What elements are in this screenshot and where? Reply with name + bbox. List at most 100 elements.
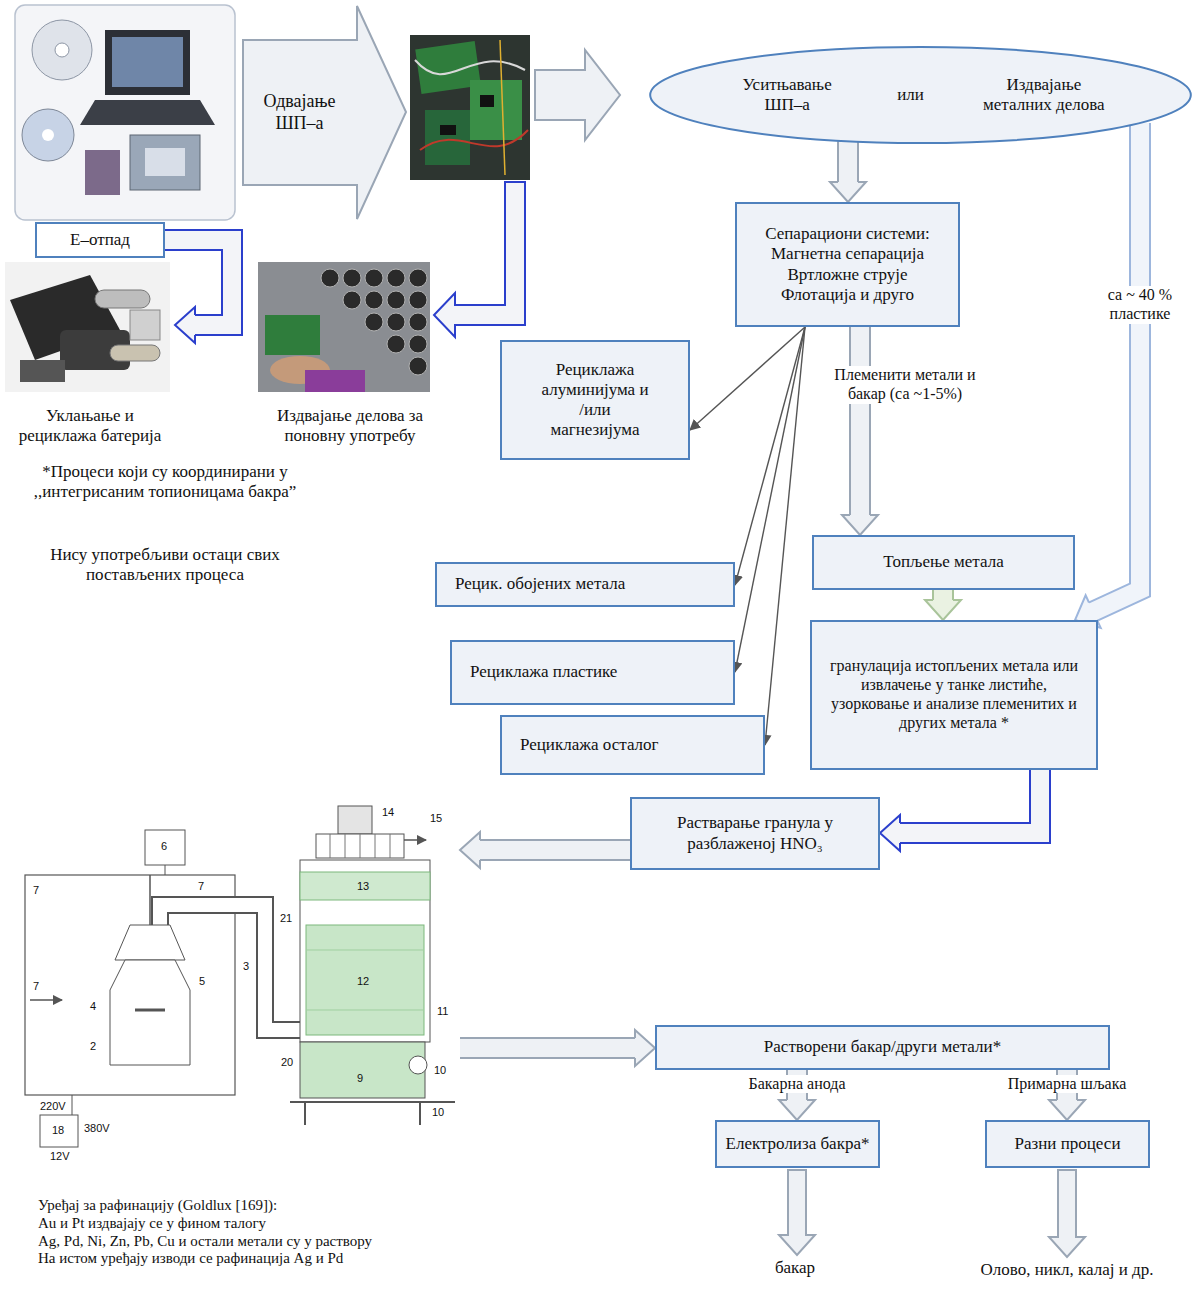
arrow-shaft xyxy=(479,841,630,859)
pcb-photo-part xyxy=(415,60,525,74)
pcb-photo-part xyxy=(420,130,528,150)
refining-device-drawing-part xyxy=(345,834,346,858)
battery-photo-part xyxy=(110,345,160,361)
refining-device-drawing-part xyxy=(306,1010,424,1011)
block-arrow xyxy=(434,182,525,337)
node-text: Растворени бакар/други метали* xyxy=(764,1037,1001,1057)
block-arrow xyxy=(535,50,620,140)
arrow-shaft-outline xyxy=(165,240,232,325)
output-label: бакар xyxy=(735,1258,855,1278)
refining-device-drawing-part xyxy=(306,950,424,951)
process-box: Рециклажа пластике xyxy=(450,640,735,705)
refining-device-drawing-part xyxy=(404,839,426,841)
node-text: Рециклажа осталог xyxy=(520,735,659,755)
battery-photo-part xyxy=(130,310,160,340)
callout-number: 10 xyxy=(434,1064,446,1077)
refining-device-drawing-part xyxy=(40,1115,78,1147)
e-waste-photo-part xyxy=(15,5,235,220)
callout-number: 9 xyxy=(357,1072,363,1085)
block-arrow xyxy=(460,1030,655,1066)
arrow-shaft xyxy=(934,590,952,601)
callout-number: 12 xyxy=(357,975,369,988)
parts-reuse-photo-part xyxy=(387,313,405,331)
arrow-shaft xyxy=(460,1039,636,1057)
pcb-photo-part xyxy=(410,35,530,180)
block-arrow xyxy=(925,590,961,620)
node-text: Одвајање ШП–а xyxy=(250,91,350,133)
block-arrow xyxy=(1075,123,1140,628)
node-text: Електролиза бакра* xyxy=(726,1134,870,1154)
block-arrow xyxy=(460,832,630,868)
block-arrow xyxy=(830,141,866,202)
process-box: Растварање гранула у разблаженој HNO₃ xyxy=(630,797,880,870)
block-arrow-box: Одвајање ШП–а xyxy=(242,5,407,220)
callout-number: 12V xyxy=(50,1150,70,1163)
callout-number: 7 xyxy=(33,884,39,897)
refining-device-drawing-part xyxy=(360,834,361,858)
process-box: Сепарациони системи: Магнетна сепарација… xyxy=(735,202,960,327)
node-text: Издвајање металних делова xyxy=(974,75,1114,115)
caption-heading: Уређај за рафинацију (Goldlux [169]): xyxy=(38,1197,277,1215)
pcb-photo xyxy=(410,35,530,180)
caption-heading: Издвајање делова за поновну употребу xyxy=(263,406,438,446)
pcb-photo-part xyxy=(480,95,494,107)
thin-arrow xyxy=(735,327,805,672)
process-box: Топљење метала xyxy=(812,535,1075,590)
e-waste-photo-part xyxy=(130,135,200,190)
refining-device-drawing-part xyxy=(304,1102,306,1125)
parts-reuse-photo-part xyxy=(387,269,405,287)
parts-reuse-photo-part xyxy=(387,335,405,353)
block-arrow-outline xyxy=(243,6,406,219)
process-box: Рециклажа алуминијума и /или магнезијума xyxy=(500,340,690,460)
arrow-head xyxy=(830,182,866,202)
refining-device-drawing-part xyxy=(419,1102,421,1125)
note-text: *Процеси који су координирани у ,,интегр… xyxy=(30,462,300,502)
e-waste-photo-part xyxy=(55,43,69,57)
callout-number: 18 xyxy=(52,1124,64,1137)
refining-device-drawing-part xyxy=(72,1095,73,1115)
refining-device-drawing-part xyxy=(115,925,185,960)
arrow-head xyxy=(1049,1100,1085,1120)
node-text: Растварање гранула у разблаженој HNO₃ xyxy=(655,813,855,853)
arrow-shaft-outline xyxy=(460,1037,636,1059)
caption-text: Ag, Pd, Ni, Zn, Pb, Cu и остали метали с… xyxy=(38,1233,372,1251)
callout-number: 15 xyxy=(430,812,442,825)
process-box: гранулација истопљених метала или извлач… xyxy=(810,620,1098,770)
refining-device-drawing-part xyxy=(165,865,166,875)
node-text: Уситњавање ШП–а xyxy=(727,75,847,115)
arrow-shaft-outline xyxy=(932,590,954,601)
node-text: гранулација истопљених метала или извлач… xyxy=(824,657,1084,733)
callout-number: 4 xyxy=(90,1000,96,1013)
captioned-figure: Уређај за рафинацију (Goldlux [169]):Au … xyxy=(20,795,460,1270)
edge-label: Примарна шљака xyxy=(997,1075,1137,1094)
arrow-shaft-outline xyxy=(849,327,871,516)
callout-number: 11 xyxy=(437,1005,448,1018)
arrow-shaft-outline xyxy=(837,141,859,183)
parts-reuse-photo-part xyxy=(365,269,383,287)
callout-number: 7 xyxy=(33,980,39,993)
arrow-shaft xyxy=(899,770,1040,833)
pcb-photo-part xyxy=(425,110,470,165)
refining-device-drawing-part xyxy=(110,960,190,1065)
refining-device-drawing-part xyxy=(375,834,376,858)
battery-photo-part xyxy=(95,290,150,308)
block-arrow-part xyxy=(779,1170,815,1255)
caption-heading: Уклањање и рециклажа батерија xyxy=(18,406,163,446)
block-arrow xyxy=(1049,1170,1085,1257)
e-waste-photo xyxy=(15,5,235,220)
arrow-head xyxy=(779,1100,815,1120)
block-arrow-part xyxy=(535,50,620,140)
battery-photo-part xyxy=(5,262,170,392)
refining-device-drawing-part xyxy=(306,925,424,1035)
refining-device-drawing-part xyxy=(409,1056,427,1074)
parts-reuse-photo-part xyxy=(305,370,365,392)
output-label: Олово, никл, калај и др. xyxy=(967,1260,1167,1280)
refining-device-drawing-part xyxy=(290,1101,455,1103)
refining-device-drawing-part xyxy=(338,806,372,834)
arrow-shaft-outline xyxy=(899,770,1040,833)
captioned-figure: Уклањање и рециклажа батерија xyxy=(5,258,175,448)
node-text: Топљење метала xyxy=(883,552,1003,572)
node-text: Разни процеси xyxy=(1015,1134,1121,1154)
parts-reuse-photo-part xyxy=(258,262,430,392)
